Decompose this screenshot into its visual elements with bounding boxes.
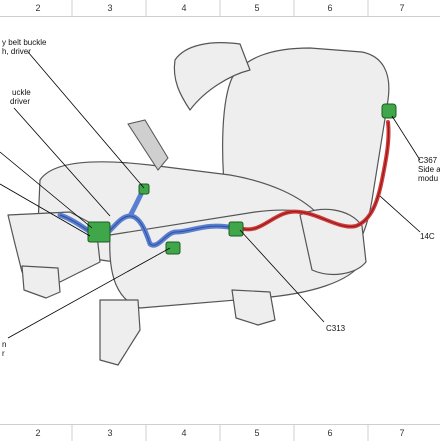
leader-left-2 [0, 183, 91, 237]
callout-buckle-switch: uckle driver [10, 88, 31, 106]
top-grid-ruler: 2 3 4 5 6 7 [0, 0, 440, 17]
ruler-number: 2 [35, 428, 41, 438]
seat-leg-left [21, 265, 61, 299]
ruler-number: 3 [107, 3, 113, 13]
connector-buckle [138, 183, 150, 195]
seat-leg-rear [231, 289, 276, 326]
connector-mid [165, 241, 181, 255]
connector-large-left [87, 221, 111, 243]
leader-left-1 [0, 151, 93, 229]
ruler-number: 4 [181, 3, 187, 13]
callout-c367: C367 Side a modu [418, 156, 440, 183]
callout-14c: 14C [420, 232, 435, 241]
bottom-grid-ruler: 2 3 4 5 6 7 [0, 424, 440, 441]
ruler-number: 7 [399, 3, 405, 13]
leader-belt-buckle [27, 51, 145, 189]
belt-buckle [127, 119, 169, 171]
seat-track-rail [7, 211, 101, 283]
connector-c367 [381, 103, 397, 119]
ruler-number: 3 [107, 428, 113, 438]
ruler-number: 6 [327, 3, 333, 13]
ruler-number: 4 [181, 428, 187, 438]
leader-buckle-switch [13, 107, 111, 217]
ruler-number: 5 [254, 428, 260, 438]
ruler-number: 6 [327, 428, 333, 438]
seat-leg-front [99, 299, 141, 366]
leader-14c [379, 195, 421, 233]
callout-seat-belt-buckle: y belt buckle h, driver [2, 38, 47, 56]
connector-c313 [228, 221, 244, 237]
callout-c313: C313 [326, 324, 346, 333]
leader-c313 [239, 229, 325, 323]
ruler-number: 5 [254, 3, 260, 13]
ruler-number: 7 [399, 428, 405, 438]
leader-lower-left [7, 247, 171, 339]
callout-lower-left: n r [2, 340, 7, 358]
headrest-outline [173, 42, 251, 111]
ruler-number: 2 [35, 3, 41, 13]
leader-c367 [391, 115, 421, 161]
